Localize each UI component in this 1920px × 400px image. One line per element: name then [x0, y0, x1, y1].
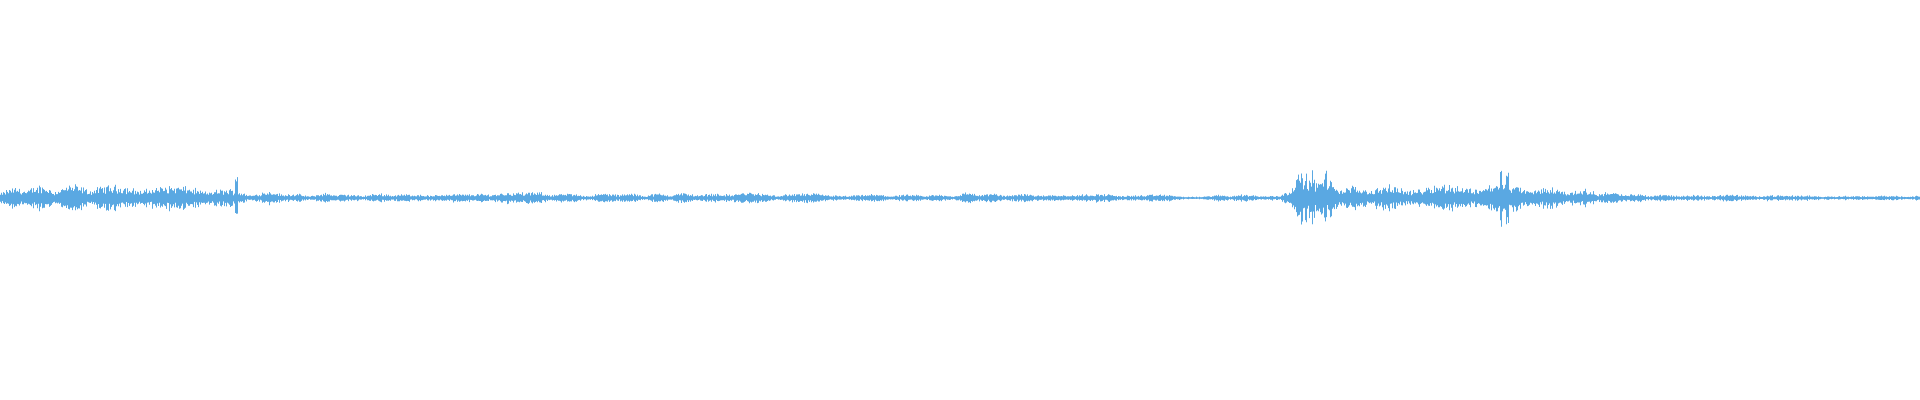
- waveform-bars: [0, 170, 1920, 227]
